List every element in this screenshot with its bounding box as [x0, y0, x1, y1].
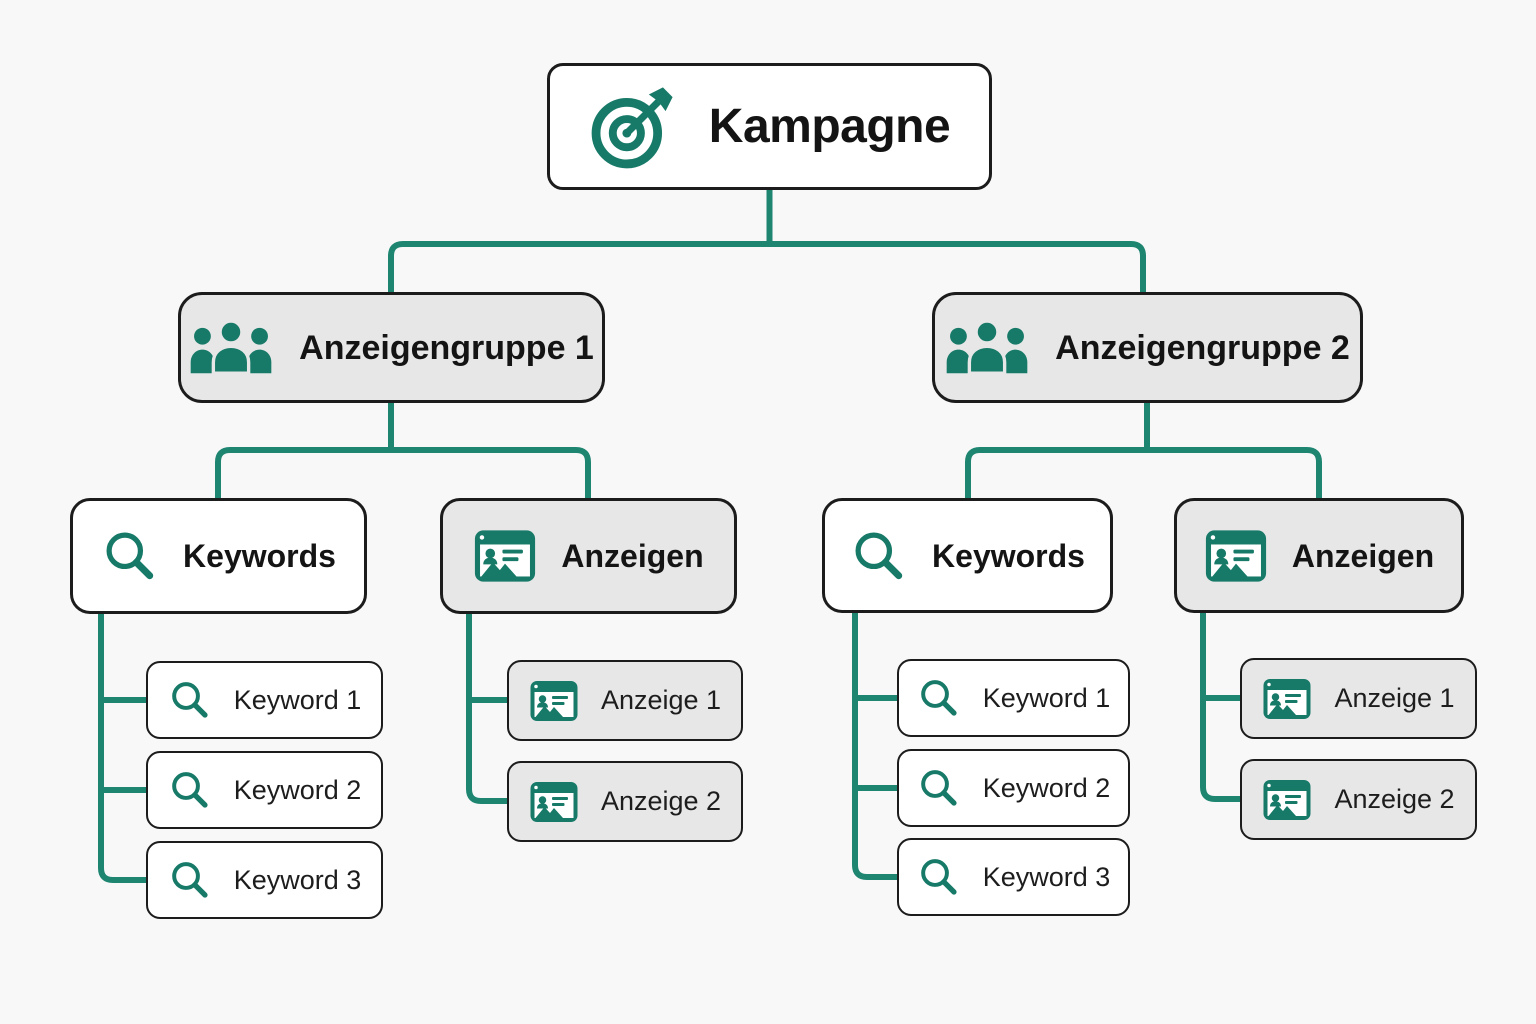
node-campaign: Kampagne: [547, 63, 992, 190]
keyword-label: Keyword 3: [233, 864, 362, 895]
ad-card-icon: [1262, 775, 1312, 825]
node-adgroup-2: Anzeigengruppe 2: [932, 292, 1363, 403]
search-icon: [917, 766, 961, 810]
target-icon: [589, 83, 677, 171]
node-keywords-group1-label: Keywords: [183, 538, 336, 574]
node-adgroup-1: Anzeigengruppe 1: [178, 292, 605, 403]
people-group-icon: [945, 320, 1029, 376]
node-keyword-1-group1: Keyword 1: [146, 661, 383, 739]
node-adgroup-1-label: Anzeigengruppe 1: [299, 328, 594, 367]
node-keyword-3-group2: Keyword 3: [897, 838, 1130, 916]
keyword-label: Keyword 3: [982, 861, 1111, 892]
keyword-label: Keyword 2: [982, 772, 1111, 803]
ad-card-icon: [1204, 524, 1268, 588]
node-ads-group1: Anzeigen: [440, 498, 737, 614]
search-icon: [168, 768, 212, 812]
ad-card-icon: [529, 676, 579, 726]
ad-card-icon: [473, 524, 537, 588]
keyword-label: Keyword 2: [233, 774, 362, 805]
node-adgroup-2-label: Anzeigengruppe 2: [1055, 328, 1350, 367]
search-icon: [917, 855, 961, 899]
keyword-label: Keyword 1: [982, 682, 1111, 713]
node-ad-1-group2: Anzeige 1: [1240, 658, 1477, 739]
node-keywords-group2: Keywords: [822, 498, 1113, 613]
node-keyword-1-group2: Keyword 1: [897, 659, 1130, 737]
ad-label: Anzeige 1: [1334, 683, 1455, 713]
node-keyword-3-group1: Keyword 3: [146, 841, 383, 919]
node-keyword-2-group1: Keyword 2: [146, 751, 383, 829]
node-ad-2-group2: Anzeige 2: [1240, 759, 1477, 840]
node-keywords-group2-label: Keywords: [932, 537, 1085, 574]
node-keyword-2-group2: Keyword 2: [897, 749, 1130, 827]
node-ads-group1-label: Anzeigen: [561, 538, 704, 574]
search-icon: [101, 527, 159, 585]
keyword-label: Keyword 1: [233, 684, 362, 715]
node-ad-1-group1: Anzeige 1: [507, 660, 743, 741]
search-icon: [917, 676, 961, 720]
node-ads-group2-label: Anzeigen: [1291, 537, 1435, 574]
ad-label: Anzeige 2: [600, 786, 722, 816]
node-ad-2-group1: Anzeige 2: [507, 761, 743, 842]
people-group-icon: [189, 320, 273, 376]
ad-card-icon: [529, 777, 579, 827]
search-icon: [850, 527, 908, 585]
node-campaign-label: Kampagne: [708, 99, 951, 153]
ad-label: Anzeige 2: [1334, 784, 1455, 814]
node-ads-group2: Anzeigen: [1174, 498, 1464, 613]
node-keywords-group1: Keywords: [70, 498, 367, 614]
ad-card-icon: [1262, 674, 1312, 724]
ad-label: Anzeige 1: [600, 685, 722, 715]
search-icon: [168, 858, 212, 902]
search-icon: [168, 678, 212, 722]
